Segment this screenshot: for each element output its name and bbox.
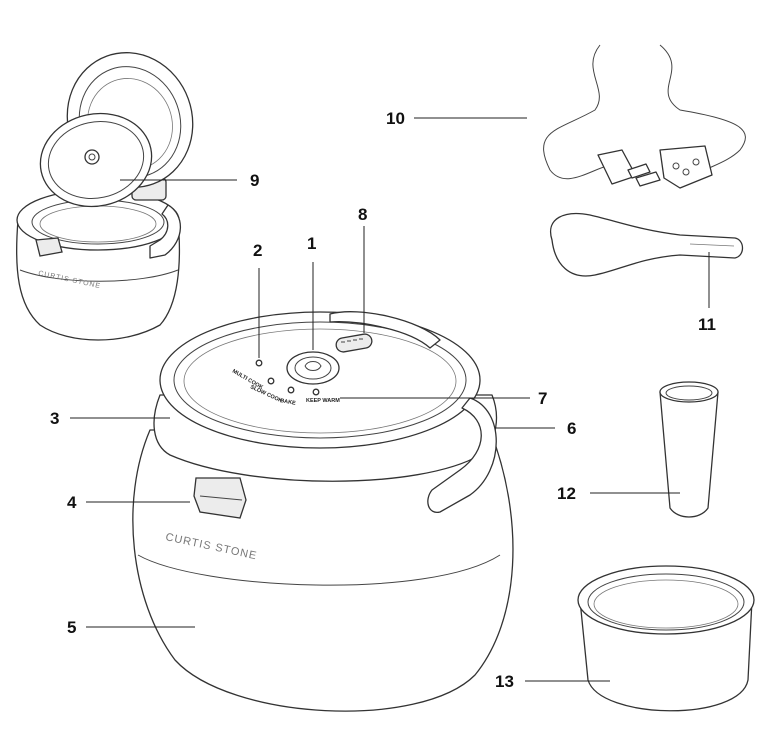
inner-pot <box>577 565 755 712</box>
callout-1: 1 <box>307 234 316 253</box>
callout-3: 3 <box>50 409 59 428</box>
control-label-bake: BAKE <box>280 398 297 407</box>
power-cord <box>543 44 746 189</box>
leader-lines <box>70 117 710 682</box>
control-label-keep-warm: KEEP WARM <box>306 398 340 404</box>
callout-4: 4 <box>67 493 77 512</box>
callout-9: 9 <box>250 171 259 190</box>
callout-11: 11 <box>698 315 716 334</box>
measuring-cup <box>659 381 719 518</box>
open-lid-cooker: CURTIS STONE <box>16 52 194 341</box>
callout-13: 13 <box>495 672 514 691</box>
callout-7: 7 <box>538 389 547 408</box>
callout-6: 6 <box>567 419 576 438</box>
callout-numbers: 1 2 3 4 5 6 7 8 9 10 11 12 13 <box>50 109 716 691</box>
callout-10: 10 <box>386 109 405 128</box>
callout-8: 8 <box>358 205 367 224</box>
callout-2: 2 <box>253 241 262 260</box>
rice-spoon <box>549 212 744 277</box>
main-cooker: MULTI COOK SLOW COOK BAKE KEEP WARM CURT… <box>132 311 514 712</box>
callout-12: 12 <box>557 484 576 503</box>
callout-5: 5 <box>67 618 76 637</box>
